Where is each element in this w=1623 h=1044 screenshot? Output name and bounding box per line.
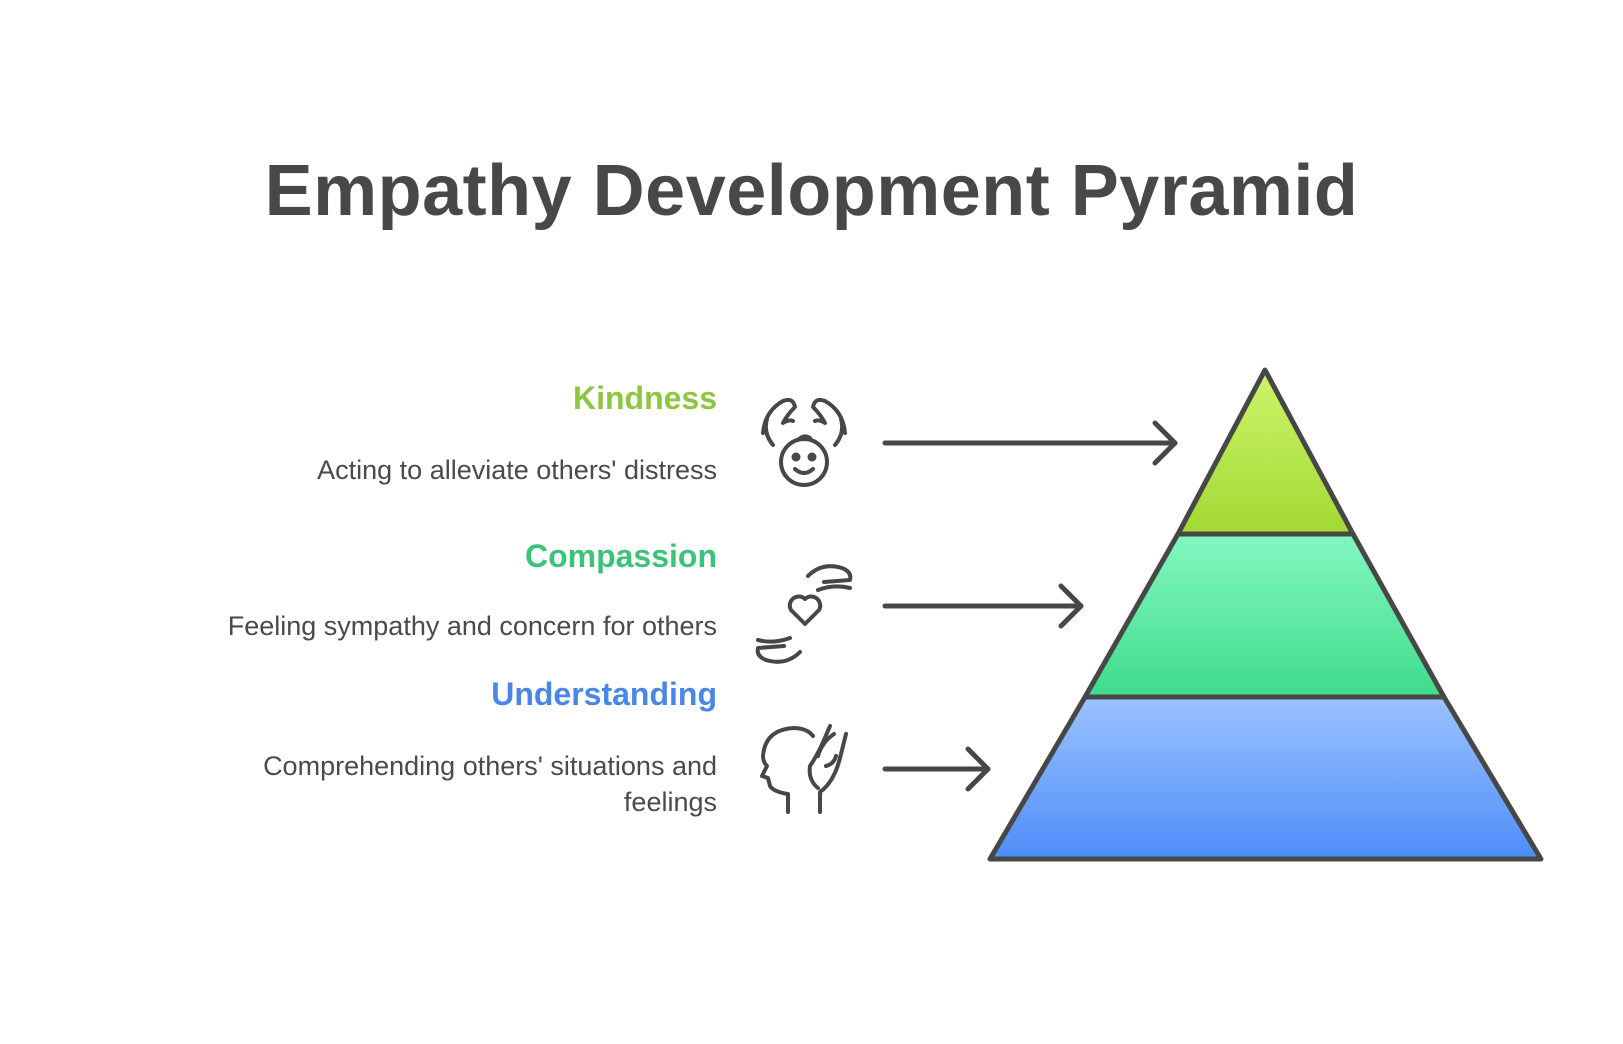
hands-protecting-child-icon — [761, 397, 847, 487]
level-description-kindness: Acting to alleviate others' distress — [317, 455, 717, 485]
arrow-kindness — [882, 420, 1178, 466]
page-title: Empathy Development Pyramid — [264, 151, 1359, 231]
pyramid-tier-kindness — [1175, 367, 1356, 537]
arrow-understanding — [882, 746, 991, 792]
arrow-compassion — [882, 583, 1084, 629]
level-description-understanding: Comprehending others' situations and fee… — [263, 751, 717, 817]
level-description-compassion: Feeling sympathy and concern for others — [227, 611, 717, 641]
hands-holding-heart-icon — [755, 564, 853, 664]
level-label-understanding: Understanding — [491, 676, 717, 712]
pyramid-tier-understanding — [987, 694, 1544, 862]
pyramid-tier-compassion — [1082, 531, 1447, 700]
level-label-kindness: Kindness — [572, 380, 717, 416]
level-label-compassion: Compassion — [524, 538, 717, 574]
hand-on-head-icon — [760, 724, 848, 814]
